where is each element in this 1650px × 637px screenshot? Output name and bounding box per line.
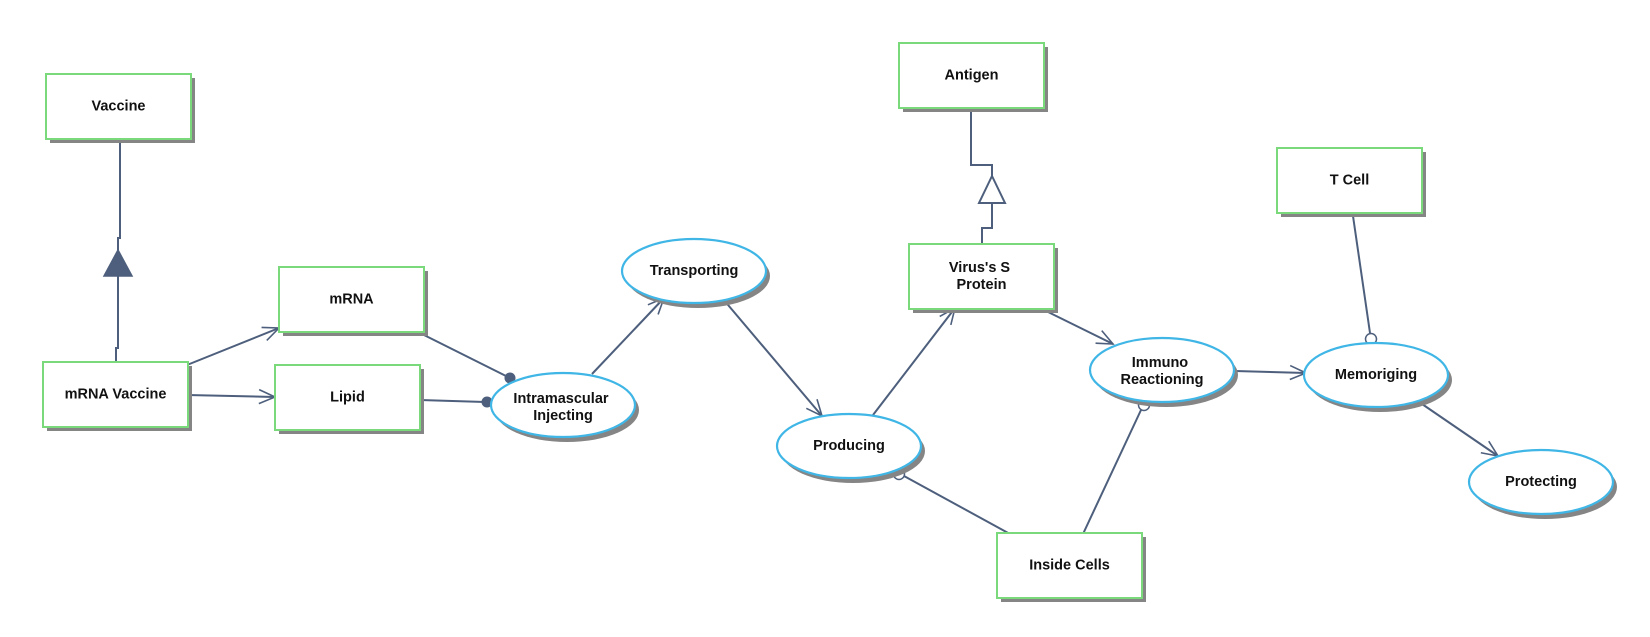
link-inside-cells-immuno <box>1082 409 1142 535</box>
link-inside-cells-producing <box>903 475 1011 535</box>
object-label: Vaccine <box>91 98 145 114</box>
process-label: Immuno Reactioning <box>1121 355 1204 388</box>
link-mrna-injecting <box>419 332 509 378</box>
links <box>102 107 1500 535</box>
object-inside-cells[interactable]: Inside Cells <box>996 532 1146 602</box>
link-virus-s-protein-immuno <box>1041 308 1115 345</box>
link-lipid-injecting <box>419 399 486 403</box>
link-mrna-vaccine-lipid <box>186 388 277 405</box>
link-transporting-producing <box>722 298 824 418</box>
link-memoriging-protecting <box>1421 403 1500 458</box>
object-label: Virus's S Protein <box>949 260 1014 293</box>
process-memoriging[interactable]: Memoriging <box>1302 341 1452 412</box>
object-label: Antigen <box>945 67 999 83</box>
object-mrna-vaccine[interactable]: mRNA Vaccine <box>42 361 192 431</box>
object-vaccine[interactable]: Vaccine <box>45 73 195 143</box>
process-label: Memoriging <box>1335 367 1417 383</box>
process-label: Transporting <box>650 263 739 279</box>
process-label: Producing <box>813 438 885 454</box>
object-label: mRNA <box>329 291 374 307</box>
link-producing-virus-s-protein <box>872 306 957 416</box>
generalization-triangle-icon <box>102 248 134 277</box>
process-label: Intramascular Injecting <box>513 391 612 424</box>
process-label: Protecting <box>1505 474 1577 490</box>
object-virus-s-protein[interactable]: Virus's S Protein <box>908 243 1058 313</box>
link-generalization-vaccine-segment <box>117 138 121 250</box>
link-generalization-antigen-segment <box>970 107 993 176</box>
process-immuno-reactioning[interactable]: Immuno Reactioning <box>1088 336 1238 407</box>
process-intramuscular-injecting[interactable]: Intramascular Injecting <box>489 371 639 442</box>
object-label: Lipid <box>330 389 365 405</box>
agent-dot-icon <box>481 396 493 408</box>
link-mrna-vaccine-vaccine <box>115 263 119 362</box>
object-label: T Cell <box>1330 172 1369 188</box>
object-mrna[interactable]: mRNA <box>278 266 428 336</box>
agent-dot-icon <box>504 372 516 384</box>
object-antigen[interactable]: Antigen <box>898 42 1048 112</box>
object-label: mRNA Vaccine <box>65 386 167 402</box>
process-producing[interactable]: Producing <box>775 412 925 483</box>
object-label: Inside Cells <box>1029 557 1110 573</box>
process-transporting[interactable]: Transporting <box>620 237 770 308</box>
link-injecting-transporting <box>591 296 666 375</box>
object-t-cell[interactable]: T Cell <box>1276 147 1426 217</box>
link-mrna-vaccine-mrna <box>186 326 281 366</box>
link-immuno-memoriging <box>1234 364 1308 381</box>
object-lipid[interactable]: Lipid <box>274 364 424 434</box>
generalization-triangle-outline-icon <box>977 173 1007 204</box>
process-protecting[interactable]: Protecting <box>1467 448 1617 519</box>
link-t-cell-memoriging <box>1352 215 1371 334</box>
link-virus-s-protein-antigen <box>981 203 993 244</box>
